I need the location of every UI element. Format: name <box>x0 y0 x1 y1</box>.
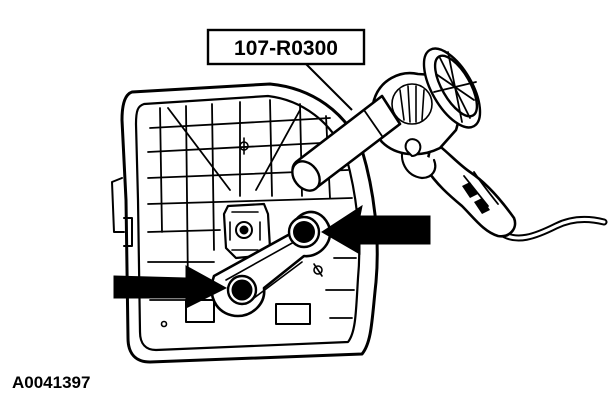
frame-hole <box>160 320 168 328</box>
heat-gun-knob <box>404 138 422 157</box>
tool-number-label: 107-R0300 <box>234 37 338 60</box>
seat-cushion-frame <box>111 82 379 364</box>
tool-callout: 107-R0300 <box>206 28 366 111</box>
lower-pivot-rivet <box>226 274 258 306</box>
upper-bolt <box>239 137 249 155</box>
frame-left-edge <box>111 177 125 233</box>
heat-gun <box>291 47 608 242</box>
heat-gun-vents <box>391 83 433 125</box>
heat-gun-fan-cap <box>422 47 482 129</box>
frame-outer-edge <box>120 82 379 364</box>
upper-pivot-rivet <box>287 215 321 249</box>
left-arrow-pointing-right <box>113 265 228 309</box>
callout-leader <box>305 63 353 111</box>
figure-id: A0041397 <box>12 373 90 392</box>
tool-callout-box <box>206 28 366 66</box>
side-bolt <box>313 263 323 277</box>
right-arrow-pointing-left <box>321 204 431 255</box>
frame-left-tab <box>123 217 133 247</box>
frame-slot-right <box>275 303 311 325</box>
nozzle-tip <box>291 160 321 192</box>
